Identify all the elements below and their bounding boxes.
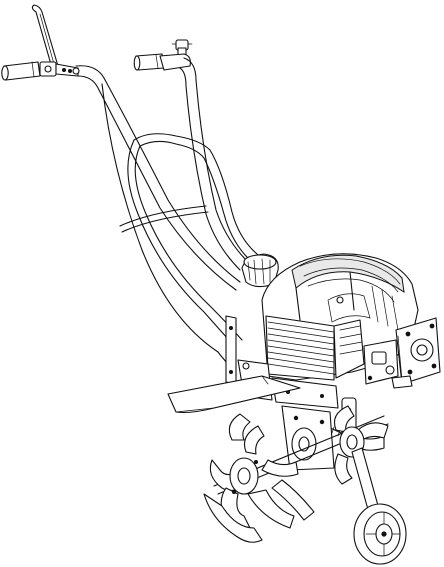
engine-cover (291, 254, 405, 331)
throttle-knob (171, 39, 193, 59)
handlebar-bracket (39, 61, 80, 77)
left-handlebar-tube (75, 65, 241, 283)
left-tines (203, 413, 315, 543)
engine (261, 253, 441, 389)
tine-shield (167, 375, 301, 414)
carburettor (363, 339, 413, 389)
fuel-cap (241, 253, 279, 288)
right-handlebar (133, 39, 249, 271)
transport-wheel (351, 447, 407, 565)
clutch-lever (31, 4, 59, 69)
left-hand-grip (1, 61, 41, 81)
handle-frame (101, 83, 263, 369)
right-hand-grip (133, 53, 165, 71)
recoil-starter (395, 317, 441, 385)
left-handlebar (1, 4, 241, 291)
cooling-fins (265, 315, 335, 381)
right-handlebar-tube (183, 57, 249, 263)
